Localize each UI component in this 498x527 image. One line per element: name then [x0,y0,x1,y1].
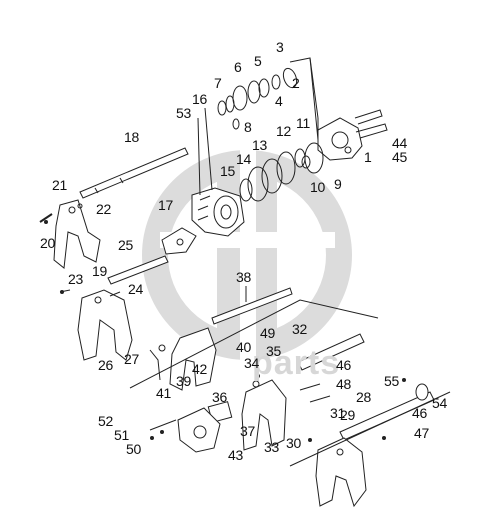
callout-29: 29 [340,407,355,423]
callout-44: 44 [392,135,407,151]
callout-16: 16 [192,91,207,107]
callout-23: 23 [68,271,83,287]
callout-28: 28 [356,389,371,405]
callout-14: 14 [236,151,251,167]
callout-38: 38 [236,269,251,285]
housing-cover-part [317,109,388,161]
callout-41: 41 [156,385,171,401]
callout-46b: 46 [412,405,427,421]
callout-6: 6 [234,59,242,75]
callout-54: 54 [432,395,447,411]
callout-20: 20 [40,235,55,251]
callout-48: 48 [336,376,351,392]
callout-33: 33 [264,439,279,455]
shift-fork-19-part [53,199,101,269]
callout-46a: 46 [336,357,351,373]
gear-body-part [191,187,245,237]
callout-34: 34 [244,355,259,371]
hardware-dots [44,220,406,442]
callout-26: 26 [98,357,113,373]
callout-4: 4 [275,93,283,109]
callout-40: 40 [236,339,251,355]
callout-42: 42 [192,361,207,377]
watermark-text: parts [252,344,341,382]
callout-31: 31 [330,405,345,421]
callout-32: 32 [292,321,307,337]
callout-15: 15 [220,163,235,179]
callout-43: 43 [228,447,243,463]
callout-55: 55 [384,373,399,389]
shaft-18-part [79,147,189,199]
callout-36: 36 [212,389,227,405]
callout-24: 24 [128,281,143,297]
callout-25: 25 [118,237,133,253]
callout-39: 39 [176,373,191,389]
callout-9: 9 [334,176,342,192]
callout-37: 37 [240,423,255,439]
callout-10: 10 [310,179,325,195]
callout-8: 8 [244,119,252,135]
callout-27: 27 [124,351,139,367]
callout-51: 51 [114,427,129,443]
shift-fork-31-part [315,437,367,508]
leader-3b [309,57,319,141]
callout-49: 49 [260,325,275,341]
shift-fork-42-part [149,327,217,391]
callout-12: 12 [276,123,291,139]
leader-53 [197,117,201,196]
callout-1: 1 [364,149,372,165]
callout-45: 45 [392,149,407,165]
callout-11: 11 [296,115,310,131]
leader-16 [204,107,213,191]
callout-19: 19 [92,263,107,279]
shift-fork-33-part [241,379,287,451]
drawing-lines [39,57,451,508]
callout-13: 13 [252,137,267,153]
callout-18: 18 [124,129,139,145]
callout-7: 7 [214,75,222,91]
callout-21: 21 [52,177,67,193]
callout-2: 2 [292,75,300,91]
callout-35: 35 [266,343,281,359]
callout-50: 50 [126,441,141,457]
shift-fork-26-part [77,289,133,361]
callout-22: 22 [96,201,111,217]
callout-17: 17 [158,197,173,213]
callout-53: 53 [176,105,191,121]
callout-5: 5 [254,53,262,69]
callout-47: 47 [414,425,429,441]
callout-3: 3 [276,39,284,55]
callout-52: 52 [98,413,113,429]
callout-30: 30 [286,435,301,451]
